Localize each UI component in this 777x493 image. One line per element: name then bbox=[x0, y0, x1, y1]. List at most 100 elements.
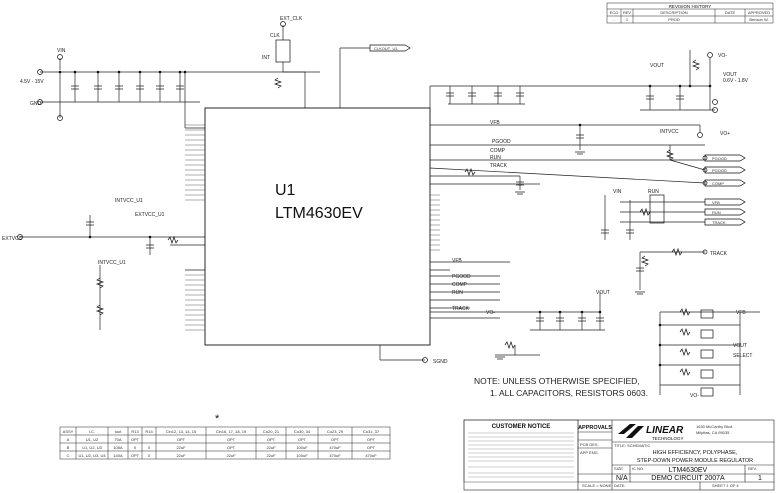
title-line-2: STEP-DOWN POWER MODULE REGULATOR bbox=[637, 458, 753, 464]
rev-header-desc: DESCRIPTION bbox=[660, 10, 687, 15]
extvcc-label: EXTVCC bbox=[2, 236, 23, 242]
vin-switch-label: VIN bbox=[613, 189, 622, 195]
table-cell: U1, U2, U3, U4 bbox=[78, 453, 106, 458]
pcb-des-label: PCB DES. bbox=[580, 442, 599, 447]
revision-title: REVISION HISTORY bbox=[669, 4, 712, 9]
revision-history-block bbox=[606, 2, 774, 24]
notice-fine-print bbox=[468, 432, 574, 478]
table-cell: 470uF bbox=[329, 445, 341, 450]
th-co30: Co30, 34 bbox=[294, 429, 311, 434]
table-cell: OPT bbox=[298, 437, 307, 442]
vout-select-label-2: SELECT bbox=[733, 353, 752, 359]
notice-box bbox=[463, 419, 579, 483]
wires bbox=[20, 25, 760, 395]
demo-circuit-label: DEMO CIRCUIT 2007A bbox=[651, 475, 725, 482]
vo-minus-select-label: VO- bbox=[690, 393, 699, 399]
int-label: INT bbox=[262, 55, 270, 61]
rev-header-approved: APPROVED bbox=[748, 10, 770, 15]
clkout-u1-label: CLKOUT_U1 bbox=[374, 46, 398, 51]
table-cell: 22uF bbox=[266, 453, 276, 458]
th-r13: R13 bbox=[131, 429, 139, 434]
vout-top-label: VOUT bbox=[650, 63, 664, 69]
table-cell: OPT bbox=[367, 445, 376, 450]
vin-range-label: 4.5V - 15V bbox=[20, 79, 44, 85]
intvcc-u1-label: INTVCC_U1 bbox=[98, 260, 126, 266]
track-flag: TRACK bbox=[712, 220, 726, 225]
rev-row-approved: Benson W. bbox=[749, 17, 768, 22]
table-cell: 22uF bbox=[176, 445, 186, 450]
rev-row-eco: - bbox=[613, 17, 615, 22]
vout-label-bottom: VOUT bbox=[596, 290, 610, 296]
gnd-label: GND bbox=[30, 101, 42, 107]
run-switch-label: RUN bbox=[648, 189, 659, 195]
table-cell: B bbox=[67, 445, 70, 450]
vout-range-label: 0.6V - 1.8V bbox=[723, 78, 749, 84]
table-cell: 105A bbox=[113, 445, 123, 450]
table-cell: OPT bbox=[177, 437, 186, 442]
comp-label-bottom: COMP bbox=[452, 282, 468, 288]
app-eng-label: APP ENG. bbox=[580, 450, 599, 455]
table-cell: 22uF bbox=[266, 445, 276, 450]
track-label-bottom: TRACK bbox=[452, 306, 470, 312]
th-ic: I.C. bbox=[89, 429, 95, 434]
run-label-bottom: RUN bbox=[452, 290, 463, 296]
table-cell: OPT bbox=[131, 453, 140, 458]
logo-linear-text: LINEAR bbox=[646, 425, 684, 436]
extvcc-u1-label: EXTVCC_U1 bbox=[135, 212, 165, 218]
comp-flag: COMP bbox=[712, 181, 724, 186]
table-cell: A bbox=[67, 437, 70, 442]
table-cell: 470uF bbox=[329, 453, 341, 458]
size-value: N/A bbox=[616, 475, 628, 482]
vfb-select-label: VFB bbox=[736, 310, 746, 316]
run-label-top: RUN bbox=[490, 155, 501, 161]
address-line: 1630 McCarthy Blvd. bbox=[696, 424, 733, 429]
vo-minus-label-bottom: VO- bbox=[486, 310, 495, 316]
rev-header-date: DATE bbox=[725, 10, 736, 15]
ic-left-pins bbox=[185, 124, 205, 331]
note-line-1: NOTE: UNLESS OTHERWISE SPECIFIED, bbox=[474, 376, 640, 386]
table-cell: 140A bbox=[113, 453, 123, 458]
vo-minus-top-label: VO- bbox=[718, 53, 727, 59]
sgnd-label: SGND bbox=[433, 359, 448, 365]
vfb-label-bottom: VFB bbox=[452, 258, 462, 264]
title-block-grid bbox=[463, 419, 775, 491]
table-cell: 100uF bbox=[296, 445, 308, 450]
junction-dots bbox=[58, 70, 712, 367]
scale-label: SCALE = NONE bbox=[582, 483, 612, 488]
ic-body bbox=[204, 107, 431, 346]
ic-no-value: LTM4630EV bbox=[669, 467, 708, 474]
pgood-label-top: PGOOD bbox=[492, 139, 511, 145]
intvcc-label: INTVCC bbox=[660, 129, 679, 135]
table-cell: OPT bbox=[227, 445, 236, 450]
th-r14: R14 bbox=[145, 429, 153, 434]
run-flag: RUN bbox=[712, 210, 721, 215]
table-cell: 0 bbox=[134, 445, 137, 450]
table-cell: 0 bbox=[148, 453, 151, 458]
city-line: Milpitas, CA 95035 bbox=[696, 430, 730, 435]
table-cell: OPT bbox=[131, 437, 140, 442]
title-label: TITLE: SCHEMATIC bbox=[614, 443, 650, 448]
table-cell: 470uF bbox=[365, 453, 377, 458]
table-cell: C bbox=[67, 453, 70, 458]
components bbox=[17, 21, 746, 397]
th-iout: Iout bbox=[115, 429, 123, 434]
table-cell: 22uF bbox=[176, 453, 186, 458]
table-cell: OPT bbox=[367, 437, 376, 442]
assembly-table-grid bbox=[59, 426, 391, 460]
customer-notice-title: CUSTOMER NOTICE bbox=[492, 424, 551, 430]
comp-label-top: COMP bbox=[490, 148, 506, 154]
table-cell: 22uF bbox=[226, 453, 236, 458]
th-co23: Co23, 29 bbox=[327, 429, 344, 434]
table-cell: OPT bbox=[267, 437, 276, 442]
date-label: DATE: bbox=[614, 483, 625, 488]
size-label: SIZE bbox=[614, 466, 623, 471]
approvals-label: APPROVALS bbox=[578, 425, 612, 431]
vfb-label-top: VFB bbox=[490, 120, 500, 126]
ic-part-number: LTM4630EV bbox=[275, 205, 363, 222]
pgood-label-bottom: PGOOD bbox=[452, 274, 471, 280]
rev-header-rev: REV bbox=[623, 10, 632, 15]
vo-plus-label: VO+ bbox=[720, 131, 730, 137]
rev-row-desc: PROD bbox=[668, 17, 680, 22]
table-star: * bbox=[215, 413, 220, 425]
